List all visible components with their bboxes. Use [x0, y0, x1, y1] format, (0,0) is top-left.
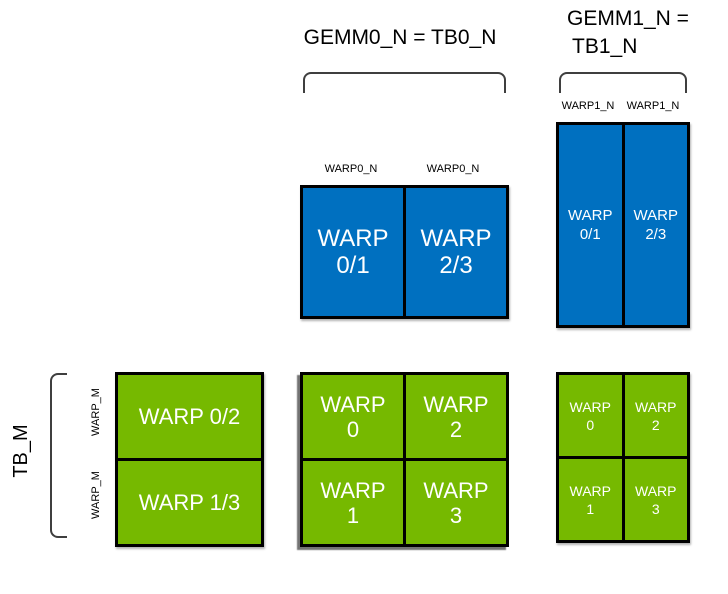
warp-m-label-bottom: WARP_M [90, 471, 102, 519]
warp-cell-ids: 0 [586, 416, 595, 433]
gemm0-accumulator-tiles: WARP 0/1 WARP 2/3 [300, 185, 509, 319]
warp-cell: WARP 3 [406, 461, 506, 544]
warp-cell-ids: 2/3 [439, 252, 473, 279]
warp-cell: WARP 0 [559, 375, 622, 456]
warp-cell-ids: 0/1 [336, 252, 370, 279]
warp-cell-ids: 1 [346, 502, 360, 528]
warp-cell: WARP 1/3 [118, 461, 261, 544]
tb-m-brace [50, 373, 67, 538]
warp-cell-label: WARP [633, 207, 678, 224]
warp-cell-label: WARP [423, 477, 489, 503]
warp-cell: WARP 3 [624, 459, 687, 540]
gemm0-n-title: GEMM0_N = TB0_N [303, 26, 497, 49]
tb-m-warp-tiles: WARP 0/2 WARP 1/3 [115, 372, 264, 547]
gemm1-n-title: GEMM1_N = TB1_N [567, 5, 697, 61]
warp-cell-ids: 0/1 [579, 226, 601, 243]
warp-cell-ids: 3 [651, 500, 660, 517]
warp0-n-label-left: WARP0_N [324, 163, 378, 175]
gemm0-n-brace [303, 72, 506, 93]
warp-cell-label: WARP [635, 398, 677, 415]
warp-cell-ids: 3 [449, 502, 463, 528]
gemm1-n-title-line1: GEMM1_N = [567, 7, 689, 30]
gemm1-n-brace [559, 72, 687, 93]
warp-cell-label: WARP [320, 477, 386, 503]
warp-cell-label: WARP [423, 391, 489, 417]
warp-cell-label: WARP [635, 482, 677, 499]
warp-cell-label: WARP 1/3 [138, 490, 241, 515]
warp-cell-label: WARP [317, 225, 389, 252]
warp-cell: WARP 0/1 [559, 125, 622, 325]
warp-cell-label: WARP [569, 398, 611, 415]
warp-cell-ids: 1 [586, 500, 595, 517]
warp-cell: WARP 1 [559, 459, 622, 540]
warp-cell-label: WARP [568, 207, 613, 224]
gemm1-accumulator-tiles: WARP 0/1 WARP 2/3 [556, 122, 690, 328]
tb-m-label: TB_M [10, 424, 32, 478]
warp1-n-label-left: WARP1_N [561, 100, 615, 112]
warp-cell-ids: 2 [449, 416, 463, 442]
warp1-n-label-right: WARP1_N [626, 100, 680, 112]
gemm1-warp-tiles: WARP 0 WARP 2 WARP 1 WARP 3 [556, 372, 690, 543]
warp-cell-ids: 2/3 [645, 226, 667, 243]
gemm1-n-title-line2: TB1_N [572, 35, 638, 58]
warp-cell: WARP 2 [406, 375, 506, 458]
warp-cell-label: WARP 0/2 [138, 404, 241, 429]
warp-m-label-top: WARP_M [90, 388, 102, 436]
warp-cell-label: WARP [320, 391, 386, 417]
gemm0-warp-tiles: WARP 0 WARP 2 WARP 1 WARP 3 [300, 372, 509, 547]
warp-cell: WARP 0 [303, 375, 403, 458]
warp-cell: WARP 1 [303, 461, 403, 544]
warp-cell: WARP 2 [624, 375, 687, 456]
warp-cell-ids: 0 [346, 416, 360, 442]
warp-cell: WARP 0/2 [118, 375, 261, 458]
warp-cell-ids: 2 [651, 416, 660, 433]
warp-cell-label: WARP [569, 482, 611, 499]
warp0-n-label-right: WARP0_N [426, 163, 480, 175]
warp-cell-label: WARP [420, 225, 492, 252]
warp-cell: WARP 2/3 [624, 125, 687, 325]
warp-cell: WARP 2/3 [406, 188, 506, 316]
warp-cell: WARP 0/1 [303, 188, 403, 316]
